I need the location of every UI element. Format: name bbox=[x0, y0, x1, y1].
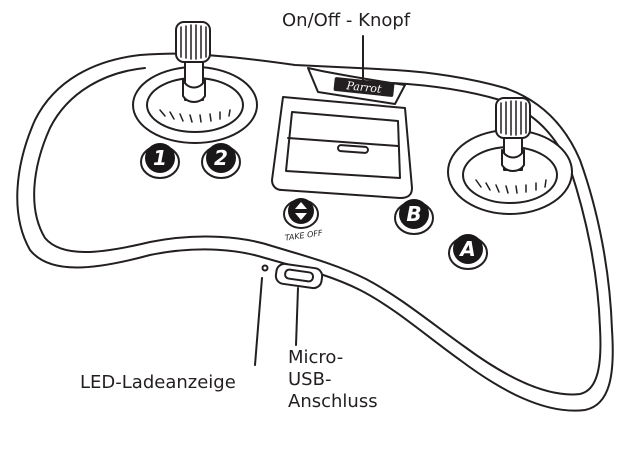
usb-callout-line bbox=[295, 287, 299, 346]
led-indicator bbox=[261, 264, 269, 272]
takeoff-arrows-icon bbox=[295, 202, 307, 220]
brand-logo: Parrot bbox=[345, 79, 383, 96]
button-2[interactable]: 2 bbox=[201, 143, 241, 179]
button-1-label: 1 bbox=[153, 146, 167, 170]
button-1[interactable]: 1 bbox=[140, 143, 180, 179]
button-a[interactable]: A bbox=[448, 234, 488, 270]
right-stick-cap-ridges bbox=[500, 100, 527, 136]
phone-holder-slot bbox=[337, 144, 369, 154]
power-button[interactable] bbox=[333, 77, 395, 97]
button-a-label: A bbox=[458, 237, 475, 261]
left-stick-cap-ridges bbox=[180, 24, 207, 60]
left-stick-grip-lines bbox=[159, 109, 231, 123]
phone-holder-inner bbox=[285, 111, 401, 179]
left-stick-collar bbox=[182, 79, 206, 103]
button-b[interactable]: B bbox=[394, 199, 434, 235]
usb-label-line3: Anschluss bbox=[288, 391, 378, 412]
right-stick-grip-lines bbox=[475, 179, 547, 194]
led-label: LED-Ladeanzeige bbox=[80, 372, 236, 393]
usb-label-line2: USB- bbox=[288, 369, 331, 390]
button-b-label: B bbox=[406, 202, 421, 226]
phone-holder-divider bbox=[287, 137, 399, 147]
led-callout-line bbox=[254, 277, 263, 366]
button-2-label: 2 bbox=[214, 146, 228, 170]
takeoff-button[interactable] bbox=[283, 198, 319, 229]
usb-label-line1: Micro- bbox=[288, 347, 343, 368]
right-stick-collar bbox=[501, 149, 525, 172]
power-button-label: On/Off - Knopf bbox=[282, 10, 411, 31]
usb-port-inner bbox=[284, 268, 315, 283]
